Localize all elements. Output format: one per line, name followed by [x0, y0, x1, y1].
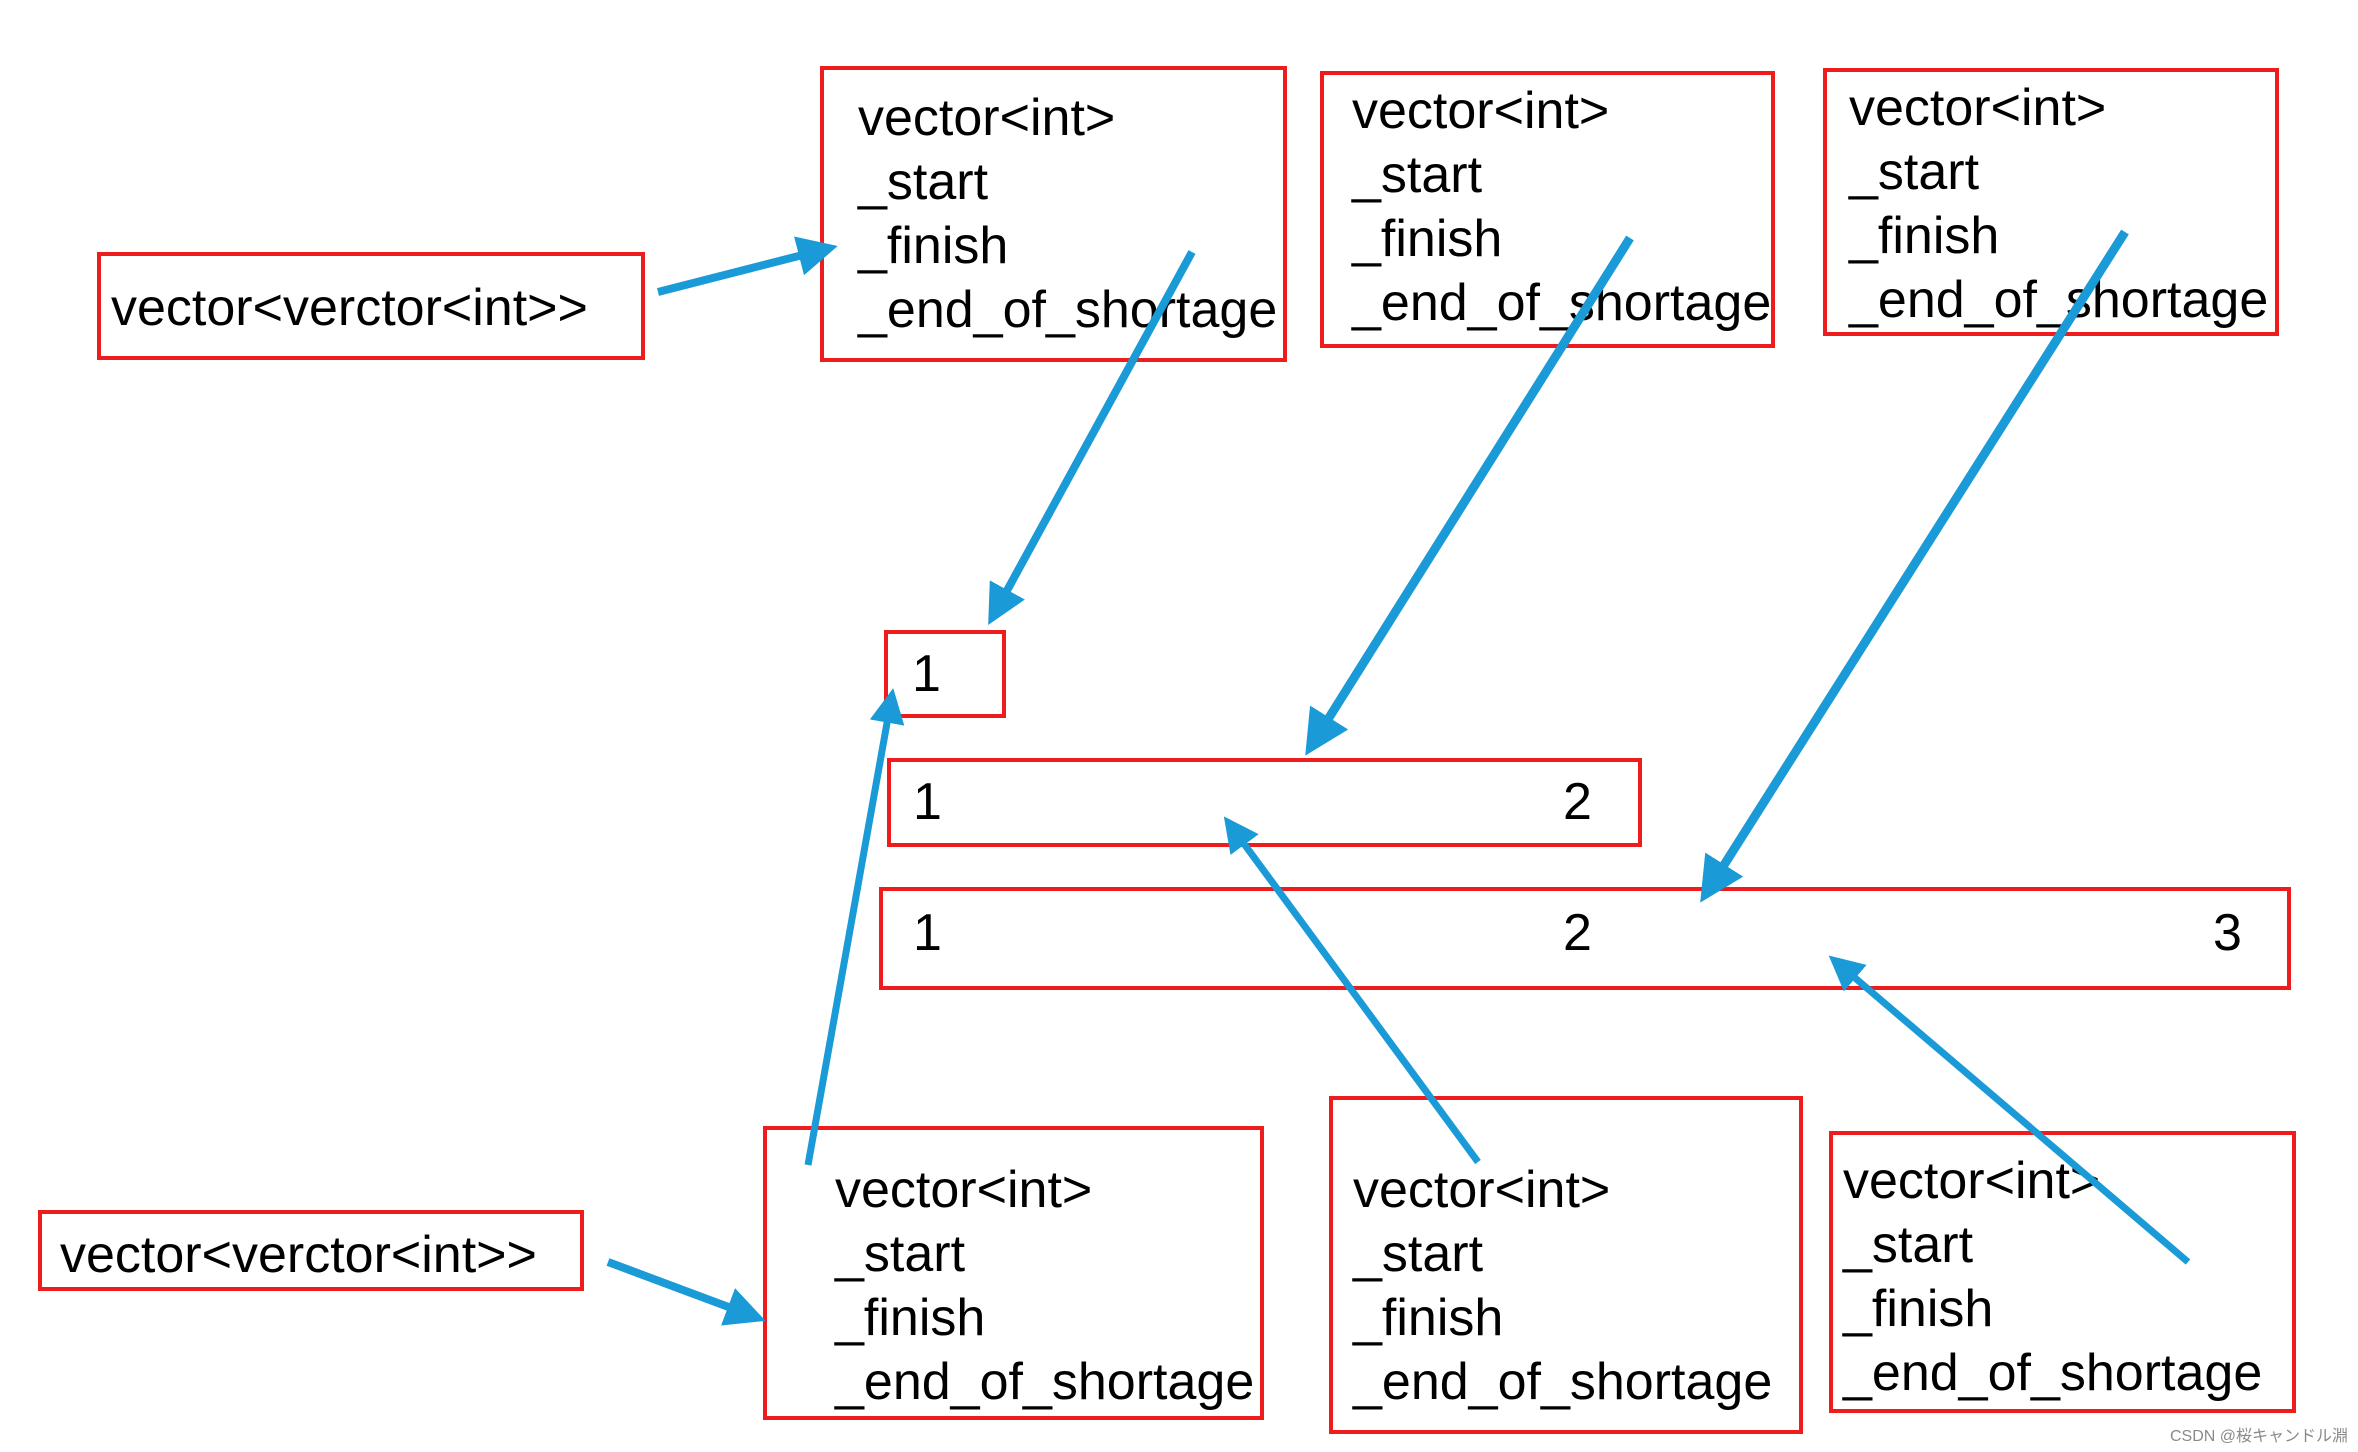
end-of-storage-field: _end_of_shortage: [1353, 1353, 1773, 1411]
bottom-inner-vector-1: vector<int> _start _finish _end_of_short…: [763, 1126, 1264, 1420]
array-element: 1: [913, 773, 942, 831]
top-outer-vector-label: vector<verctor<int>>: [111, 279, 588, 337]
top-inner-vector-3: vector<int> _start _finish _end_of_short…: [1823, 68, 2279, 336]
start-field: _start: [1353, 1225, 1484, 1283]
array-row-2: 1 2: [887, 758, 1642, 847]
end-of-storage-field: _end_of_shortage: [1843, 1344, 2263, 1402]
finish-field: _finish: [835, 1289, 986, 1347]
finish-field: _finish: [1352, 210, 1503, 268]
start-field: _start: [1352, 146, 1483, 204]
arrow-bottom-outer-to-inner: [606, 1258, 766, 1326]
vector-type-label: vector<int>: [858, 89, 1116, 147]
finish-field: _finish: [1843, 1280, 1994, 1338]
top-inner-vector-2: vector<int> _start _finish _end_of_short…: [1320, 71, 1775, 348]
finish-field: _finish: [858, 217, 1009, 275]
bottom-inner-vector-2: vector<int> _start _finish _end_of_short…: [1329, 1096, 1803, 1434]
start-field: _start: [835, 1225, 966, 1283]
start-field: _start: [1843, 1216, 1974, 1274]
end-of-storage-field: _end_of_shortage: [858, 281, 1278, 339]
top-inner-vector-1: vector<int> _start _finish _end_of_short…: [820, 66, 1287, 362]
bottom-inner-vector-3: vector<int> _start _finish _end_of_short…: [1829, 1131, 2296, 1413]
arrow-bottom-inner3-to-array3: [1828, 955, 2191, 1265]
end-of-storage-field: _end_of_shortage: [1849, 271, 2269, 329]
vector-type-label: vector<int>: [1352, 82, 1610, 140]
vector-type-label: vector<int>: [835, 1161, 1093, 1219]
array-element: 1: [912, 645, 941, 703]
array-row-3: 1 2 3: [879, 887, 2291, 990]
end-of-storage-field: _end_of_shortage: [835, 1353, 1255, 1411]
arrow-bottom-inner2-to-array2: [1223, 816, 1481, 1165]
arrow-top-outer-to-inner: [657, 236, 838, 296]
start-field: _start: [1849, 143, 1980, 201]
vector-type-label: vector<int>: [1849, 79, 2107, 137]
array-element: 1: [913, 904, 942, 962]
arrow-top-inner1-to-array1: [988, 250, 1196, 626]
array-element: 2: [1563, 773, 1592, 831]
watermark-text: CSDN @桜キャンドル淵: [2169, 1428, 2348, 1445]
end-of-storage-field: _end_of_shortage: [1352, 274, 1772, 332]
arrow-top-inner3-to-array3: [1700, 229, 2129, 903]
finish-field: _finish: [1849, 207, 2000, 265]
arrow-bottom-inner1-to-array1: [804, 688, 905, 1166]
bottom-outer-vector-label: vector<verctor<int>>: [60, 1226, 537, 1284]
bottom-outer-vector-box: vector<verctor<int>>: [38, 1210, 584, 1291]
vector-type-label: vector<int>: [1353, 1161, 1611, 1219]
arrow-top-inner2-to-array2: [1305, 235, 1634, 756]
array-row-1: 1: [884, 630, 1006, 718]
start-field: _start: [858, 153, 989, 211]
array-element: 3: [2213, 904, 2242, 962]
array-element: 2: [1563, 904, 1592, 962]
top-outer-vector-box: vector<verctor<int>>: [97, 252, 645, 360]
finish-field: _finish: [1353, 1289, 1504, 1347]
vector-type-label: vector<int>: [1843, 1152, 2101, 1210]
